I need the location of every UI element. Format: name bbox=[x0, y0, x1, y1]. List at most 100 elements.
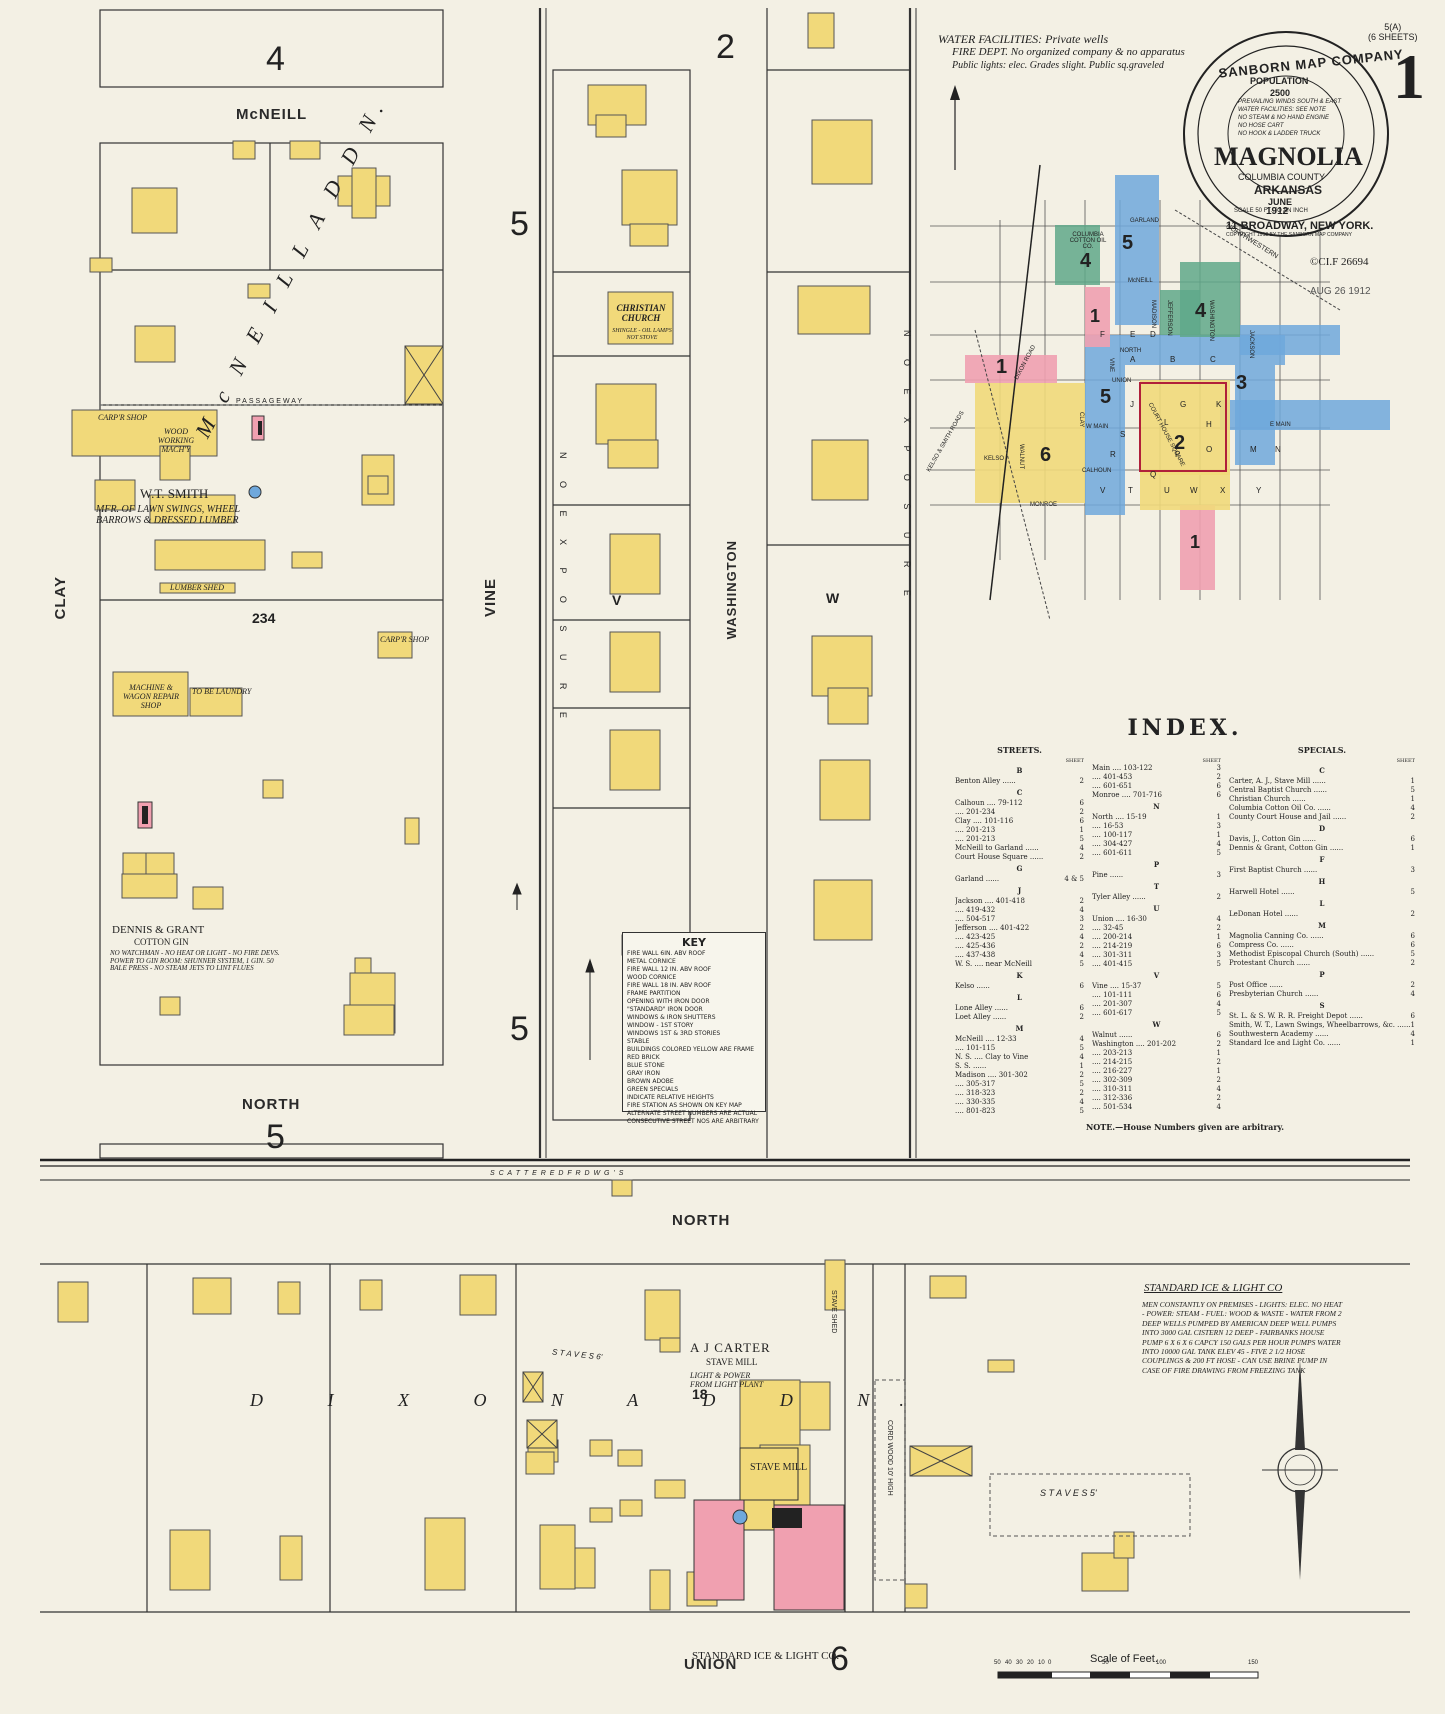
index-entry[interactable]: Garland ......4 & 5 bbox=[955, 875, 1084, 884]
index-entry[interactable]: Columbia Cotton Oil Co. ......4 bbox=[1229, 804, 1415, 813]
christian-church-building[interactable] bbox=[607, 291, 674, 345]
index-entry[interactable]: County Court House and Jail ......2 bbox=[1229, 813, 1415, 822]
index-entry[interactable]: Magnolia Canning Co. ......6 bbox=[1229, 932, 1415, 941]
keymap-sheet-6[interactable]: 6 bbox=[1040, 444, 1052, 466]
sheetref-top-mid[interactable]: 2 bbox=[716, 28, 735, 66]
keymap-sheet-3[interactable]: 3 bbox=[1236, 372, 1248, 394]
index-entry[interactable]: S. S. ......1 bbox=[955, 1062, 1084, 1071]
index-entry[interactable]: Court House Square ......2 bbox=[955, 853, 1084, 862]
index-entry[interactable]: LeDonan Hotel ......2 bbox=[1229, 910, 1415, 919]
index-entry[interactable]: Pine ......3 bbox=[1092, 871, 1221, 880]
index-entry[interactable]: Walnut ......6 bbox=[1092, 1031, 1221, 1040]
keymap-sheet-5b[interactable]: 5 bbox=[1100, 386, 1112, 408]
keymap-sheet-2[interactable]: 2 bbox=[1174, 432, 1186, 454]
keymap-sheet-1a[interactable]: 1 bbox=[1090, 306, 1101, 326]
index-entry[interactable]: Lone Alley ......6 bbox=[955, 1004, 1084, 1013]
index-entry[interactable]: Dennis & Grant, Cotton Gin ......1 bbox=[1229, 844, 1415, 853]
index-entry[interactable]: First Baptist Church ......3 bbox=[1229, 866, 1415, 875]
frame-buildings-upper[interactable] bbox=[71, 140, 420, 1036]
index-entry[interactable]: Smith, W. T., Lawn Swings, Wheelbarrows,… bbox=[1229, 1021, 1415, 1030]
index-entry[interactable]: Central Baptist Church ......5 bbox=[1229, 786, 1415, 795]
index-entry[interactable]: Presbyterian Church ......4 bbox=[1229, 990, 1415, 999]
keymap-sheet-5a[interactable]: 5 bbox=[1122, 232, 1134, 254]
index-entry[interactable]: McNeill to Garland ......4 bbox=[955, 844, 1084, 853]
index-entry[interactable]: Christian Church ......1 bbox=[1229, 795, 1415, 804]
index-entry[interactable]: Kelso ......6 bbox=[955, 982, 1084, 991]
index-entry[interactable]: Loet Alley ......2 bbox=[955, 1013, 1084, 1022]
keymap[interactable] bbox=[930, 85, 1390, 621]
index-entry[interactable]: Davis, J., Cotton Gin ......6 bbox=[1229, 835, 1415, 844]
keymap-sheet-1b[interactable]: 1 bbox=[996, 356, 1008, 378]
lower-x-boxes[interactable] bbox=[522, 1371, 973, 1477]
sheetref-left-bottom[interactable]: 5 bbox=[510, 1010, 529, 1048]
sheetref-left-mid[interactable]: 5 bbox=[510, 205, 529, 243]
index-entry[interactable]: Southwestern Academy ......4 bbox=[1229, 1030, 1415, 1039]
index-entry[interactable]: St. L. & S. W. R. R. Freight Depot .....… bbox=[1229, 1012, 1415, 1021]
carter-stave-mill[interactable] bbox=[693, 1447, 845, 1611]
keymap-sheet-4b[interactable]: 4 bbox=[1195, 300, 1207, 322]
index-entry[interactable]: Benton Alley ......2 bbox=[955, 777, 1084, 786]
index-entry[interactable]: Harwell Hotel ......5 bbox=[1229, 888, 1415, 897]
index-entry[interactable]: Standard Ice and Light Co. ......1 bbox=[1229, 1039, 1415, 1048]
keymap-sheet-1c[interactable]: 1 bbox=[1190, 532, 1201, 552]
index-entry[interactable]: Tyler Alley ......2 bbox=[1092, 893, 1221, 902]
index-entry[interactable]: Methodist Episcopal Church (South) .....… bbox=[1229, 950, 1415, 959]
index-entry[interactable]: Protestant Church ......2 bbox=[1229, 959, 1415, 968]
sheetref-bottom-right[interactable]: 6 bbox=[830, 1640, 849, 1678]
index-entry[interactable]: Compress Co. ......6 bbox=[1229, 941, 1415, 950]
sheetref-top-left[interactable]: 4 bbox=[266, 40, 285, 78]
index-entry[interactable]: Post Office ......2 bbox=[1229, 981, 1415, 990]
keymap-sheet-4a[interactable]: 4 bbox=[1080, 250, 1092, 272]
sheetref-bottom-left[interactable]: 5 bbox=[266, 1118, 285, 1156]
